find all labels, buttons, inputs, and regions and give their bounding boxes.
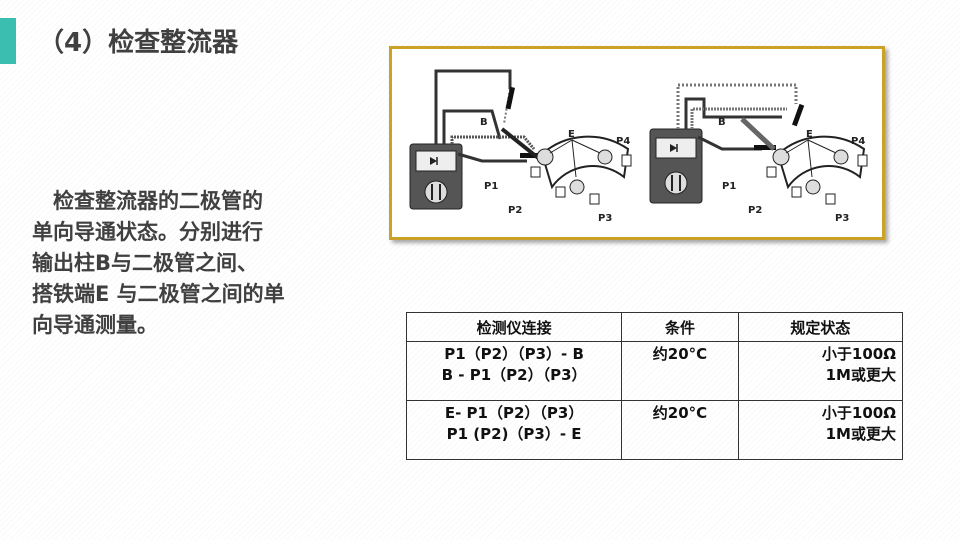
label-p3: P3 (598, 213, 612, 224)
label-p1: P1 (484, 181, 498, 192)
test-lead (434, 69, 512, 144)
label-p2: P2 (508, 205, 522, 216)
meter-dial (664, 171, 688, 195)
label-p1: P1 (722, 181, 736, 192)
description-line: 检查整流器的二极管的 (32, 189, 263, 213)
description-line: 搭铁端E 与二极管之间的单 (32, 282, 285, 306)
right-test-setup: B E P4 P1 P2 P3 (649, 83, 868, 224)
header-state: 规定状态 (737, 312, 904, 342)
cell-condition: 约20°C (621, 400, 739, 460)
rectifier-left (540, 135, 630, 190)
label-b: B (718, 117, 726, 128)
meter-dial (424, 180, 448, 204)
cell-connection: E- P1（P2）（P3） P1 (P2)（P3）- E (405, 400, 623, 460)
label-p4: P4 (616, 136, 630, 147)
cell-state: 小于100Ω 1M或更大 (737, 341, 904, 401)
rectifier-test-diagram: B E P4 P1 P2 P3 (389, 46, 885, 240)
cell-condition: 约20°C (621, 341, 739, 401)
rectifier-right (776, 135, 866, 190)
cell-connection: P1（P2）（P3）- B B - P1（P2）（P3） (405, 341, 623, 401)
label-p3: P3 (835, 213, 849, 224)
description-text: 检查整流器的二极管的 单向导通状态。分别进行 输出柱B与二极管之间、 搭铁端E … (32, 186, 362, 341)
table-row: E- P1（P2）（P3） P1 (P2)（P3）- E 约20°C 小于100… (405, 400, 904, 460)
label-p4: P4 (851, 136, 865, 147)
label-e: E (806, 129, 813, 140)
label-p2: P2 (748, 205, 762, 216)
header-condition: 条件 (621, 312, 739, 342)
diagram-svg: B E P4 P1 P2 P3 (409, 69, 868, 224)
description-line: 向导通测量。 (32, 313, 158, 337)
title-accent-bar (0, 18, 16, 64)
left-test-setup: B E P4 P1 P2 P3 (409, 69, 632, 224)
table-row: P1（P2）（P3）- B B - P1（P2）（P3） 约20°C 小于100… (405, 341, 904, 401)
cell-state: 小于100Ω 1M或更大 (737, 400, 904, 460)
description-line: 输出柱B与二极管之间、 (32, 251, 259, 275)
diode-symbol-icon (670, 144, 677, 152)
diode-symbol-icon (430, 157, 437, 165)
diode-test-table: 检测仪连接 条件 规定状态 P1（P2）（P3）- B B - P1（P2）（P… (405, 312, 904, 460)
header-connection: 检测仪连接 (405, 312, 623, 342)
slide-title: （4）检查整流器 (38, 28, 239, 58)
description-line: 单向导通状态。分别进行 (32, 220, 263, 244)
label-b: B (480, 117, 488, 128)
table-header-row: 检测仪连接 条件 规定状态 (405, 312, 904, 342)
label-e: E (568, 129, 575, 140)
